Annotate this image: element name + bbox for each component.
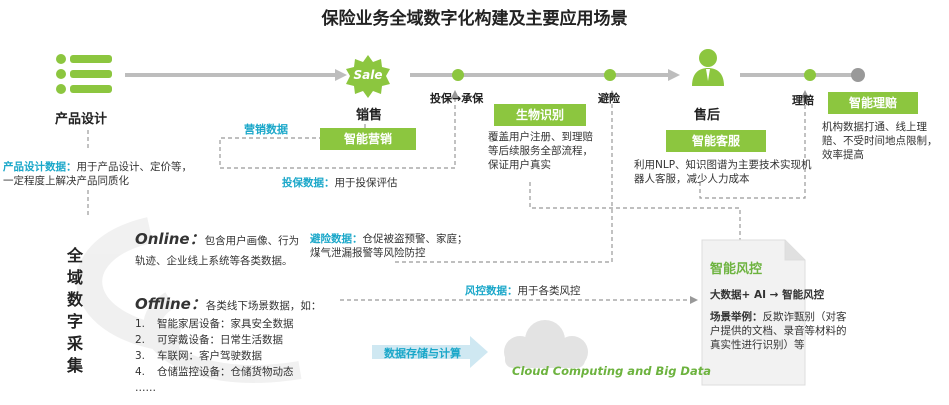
risk-example-text: 反欺诈甄别（对客户提供的文档、录音等材料的真实性进行识别）等 [710, 311, 847, 351]
risk-data-text: 用于各类风控 [517, 285, 581, 297]
list-ellipsis: …… [135, 382, 156, 394]
dash-marketing [219, 137, 320, 165]
online-head: Online： [135, 230, 205, 248]
node-claims [804, 69, 816, 81]
service-desc: 利用NLP、知识图谱为主要技术实现机器人客服，减少人力成本 [634, 159, 812, 185]
node-end [851, 68, 865, 82]
risk-example: 场景举例：反欺诈甄别（对客户提供的文档、录音等材料的真实性进行识别）等 [710, 310, 850, 352]
risk-example-label: 场景举例： [710, 311, 763, 323]
side-char: 数 [66, 290, 83, 309]
side-char: 全 [66, 246, 83, 265]
stage-avoid: 避险 [598, 92, 620, 105]
cloud-icon [504, 320, 588, 368]
risk-data-label: 风控数据： [465, 285, 518, 297]
online-block: Online：包含用户画像、行为轨迹、企业线上系统等各类数据。 [135, 228, 305, 268]
storage-arrow [372, 336, 488, 368]
timeline-arrow-2 [668, 69, 680, 81]
product-design-data-text: 用于产品设计、定价等，一定程度上解决产品同质化 [3, 161, 192, 187]
storage-label: 数据存储与计算 [384, 347, 461, 360]
node-avoid [604, 69, 616, 81]
risk-document-icon [701, 239, 806, 386]
sale-badge-icon [346, 55, 390, 98]
smart-risk-title: 智能风控 [710, 262, 763, 277]
risk-formula: 大数据+ AI → 智能风控 [710, 289, 825, 301]
offline-text: 各类线下场景数据，如： [205, 300, 322, 312]
offline-block: Offline：各类线下场景数据，如： [135, 293, 321, 314]
product-design-data-label: 产品设计数据： [3, 161, 77, 173]
offline-list: 1.智能家居设备：家具安全数据 2.可穿戴设备：日常生活数据 3.车联网：客户驾… [135, 316, 294, 396]
claims-desc: 机构数据打通、线上理赔、不受时间地点限制，效率提高 [822, 121, 938, 161]
risk-data-arrow [690, 296, 698, 304]
offline-head: Offline： [135, 295, 206, 313]
risk-data-note: 风控数据：用于各类风控 [465, 284, 581, 298]
cloud-text: Cloud Computing and Big Data [512, 364, 711, 378]
biometric-desc: 覆盖用户注册、到理赔等后续服务全部流程，保证用户真实 [488, 131, 593, 171]
box-biometric: 生物识别 [494, 104, 586, 126]
person-icon [692, 49, 724, 86]
dash-avoid [395, 95, 613, 263]
product-design-data-note: 产品设计数据：用于产品设计、定价等，一定程度上解决产品同质化 [3, 160, 193, 188]
timeline-arrow-1 [335, 69, 347, 81]
avoid-data-label: 避险数据： [310, 233, 363, 245]
box-smart-service: 智能客服 [666, 130, 766, 152]
sale-badge-text: Sale [353, 68, 383, 82]
list-icon [56, 54, 112, 94]
stage-claims: 理赔 [792, 94, 814, 107]
online-text: 包含用户画像、行为轨迹、企业线上系统等各类数据。 [135, 235, 300, 267]
marketing-data-label: 营销数据 [244, 123, 288, 136]
side-char: 域 [66, 268, 83, 287]
stage-after-sales: 售后 [694, 108, 721, 123]
side-char: 字 [66, 312, 83, 331]
stage-sales: 销售 [356, 108, 383, 123]
underwriting-data-label: 投保数据： [282, 177, 335, 189]
list-item: 4.仓储监控设备：仓储货物动态 [135, 366, 294, 378]
side-char: 采 [66, 334, 83, 353]
stage-product-design: 产品设计 [55, 112, 108, 127]
dash-biometric-risk [529, 182, 741, 240]
node-underwriting [452, 69, 464, 81]
page-title: 保险业务全域数字化构建及主要应用场景 [321, 9, 628, 29]
box-smart-claims: 智能理赔 [828, 92, 918, 114]
stage-underwriting: 投保→承保 [430, 92, 484, 105]
dash-underwriting [220, 95, 456, 169]
list-item: 2.可穿戴设备：日常生活数据 [135, 334, 283, 346]
dash-service-claims [699, 95, 806, 199]
side-char: 集 [66, 356, 83, 375]
list-item: 1.智能家居设备：家具安全数据 [135, 318, 294, 330]
avoid-data-text: 仓促被盗预警、家庭；煤气泄漏报警等风险防控 [310, 233, 468, 259]
swirl-decoration [76, 217, 302, 383]
underwriting-data-note: 投保数据：用于投保评估 [282, 176, 398, 190]
underwriting-data-text: 用于投保评估 [334, 177, 398, 189]
list-item: 3.车联网：客户驾驶数据 [135, 350, 262, 362]
side-title: 全 域 数 字 采 集 [64, 245, 86, 377]
avoid-data-note: 避险数据：仓促被盗预警、家庭；煤气泄漏报警等风险防控 [310, 232, 470, 260]
box-smart-marketing: 智能营销 [320, 128, 416, 150]
